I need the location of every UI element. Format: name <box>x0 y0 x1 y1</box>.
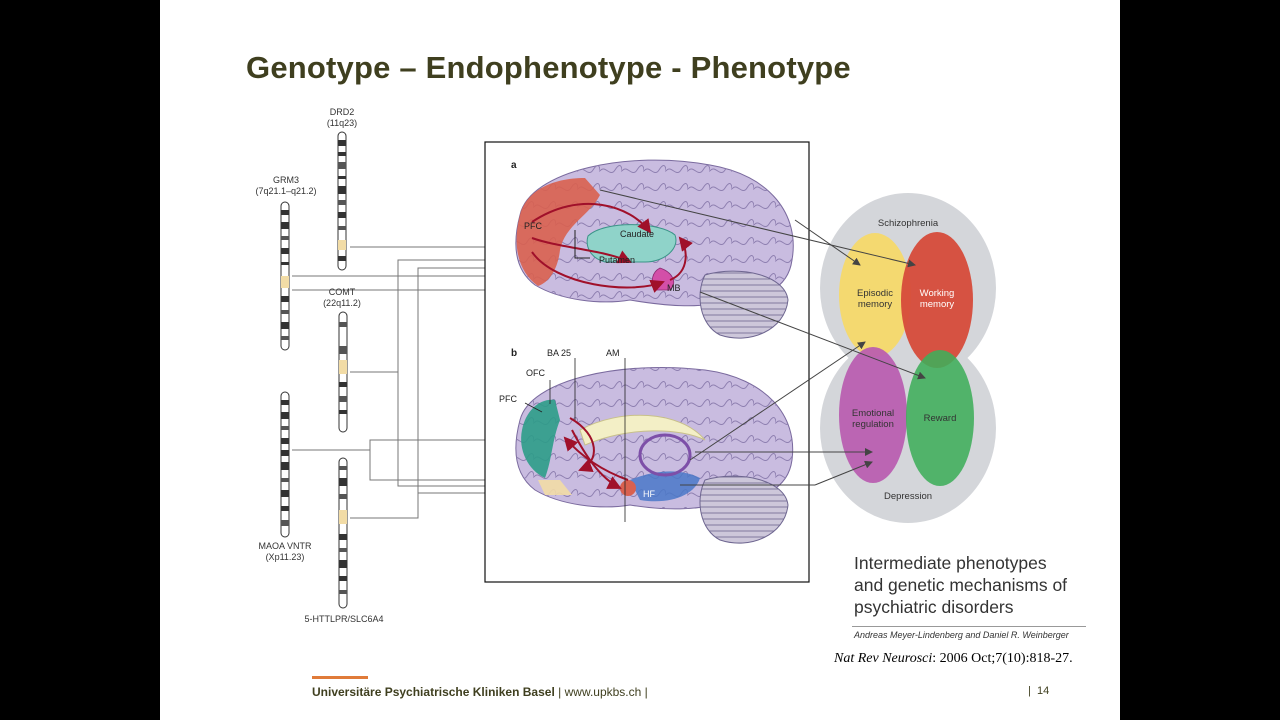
brain-a-pfc-label: PFC <box>524 221 542 231</box>
gene-label-maoa: MAOA VNTR(Xp11.23) <box>258 541 312 562</box>
citation-journal: Nat Rev Neurosci <box>834 651 933 666</box>
hf-label: HF <box>643 489 655 499</box>
chromosome-comt <box>338 311 348 433</box>
brain-b-pfc-label: PFC <box>499 394 517 404</box>
citation-details: : 2006 Oct;7(10):818-27. <box>932 651 1073 666</box>
brain-b <box>515 358 794 544</box>
panel-a-label: a <box>511 160 517 171</box>
ofc-label: OFC <box>526 368 545 378</box>
authors-divider <box>852 626 1086 627</box>
slide: Genotype – Endophenotype - Phenotype <box>160 0 1120 720</box>
citation: Nat Rev Neurosci: 2006 Oct;7(10):818-27. <box>834 651 1073 667</box>
brain-a <box>515 159 794 339</box>
venn-diagram <box>820 193 996 523</box>
panel-b-label: b <box>511 348 518 359</box>
putamen-label: Putamen <box>599 255 636 265</box>
gene-label-drd2: DRD2(11q23) <box>326 107 358 128</box>
phenotype-arrows <box>599 189 926 486</box>
chromosome-grm3 <box>280 201 290 351</box>
schizophrenia-label: Schizophrenia <box>877 218 939 229</box>
mb-label: MB <box>667 283 681 293</box>
publication-authors: Andreas Meyer-Lindenberg and Daniel R. W… <box>854 630 1069 640</box>
ba25-label: BA 25 <box>547 348 572 358</box>
footer-separator-end: | <box>644 685 648 699</box>
diagram-graphics <box>280 131 996 609</box>
am-label: AM <box>606 348 620 358</box>
page-separator: | <box>1028 685 1031 697</box>
caudate-label: Caudate <box>620 229 655 239</box>
publication-title: Intermediate phenotypes and genetic mech… <box>854 553 1068 617</box>
footer: Universitäre Psychiatrische Kliniken Bas… <box>312 685 648 699</box>
reward-label: Reward <box>923 413 957 424</box>
depression-label: Depression <box>883 491 933 502</box>
footer-url[interactable]: www.upkbs.ch <box>564 685 642 699</box>
chromosome-drd2 <box>337 131 347 271</box>
footer-institution: Universitäre Psychiatrische Kliniken Bas… <box>312 685 555 699</box>
gene-label-httlpr: 5-HTTLPR/SLC6A4 <box>304 614 384 624</box>
page-number-value: 14 <box>1036 685 1050 697</box>
page-number: | 14 <box>1028 685 1049 697</box>
chromosome-httlpr <box>338 457 348 609</box>
gene-label-grm3: GRM3(7q21.1–q21.2) <box>255 175 317 196</box>
footer-accent-bar <box>312 676 368 679</box>
gene-label-comt: COMT(22q11.2) <box>323 287 361 308</box>
slide-title: Genotype – Endophenotype - Phenotype <box>246 50 851 85</box>
footer-separator: | <box>558 685 562 699</box>
chromosome-maoa <box>280 391 290 538</box>
